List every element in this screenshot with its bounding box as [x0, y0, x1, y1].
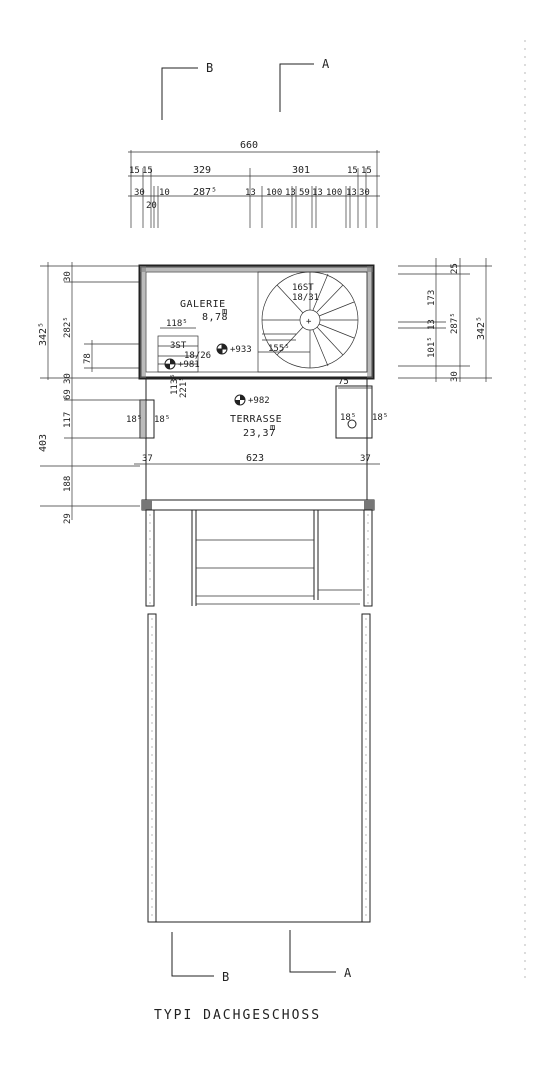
dim-top-r3-3: 287⁵ [193, 187, 217, 198]
dim-left-30b: 30 [63, 373, 73, 384]
terrasse-name: TERRASSE [230, 414, 282, 425]
dim-top-r2-4: 301 [292, 165, 310, 176]
dim-right-342: 342⁵ [476, 316, 487, 340]
dim-left-30a: 30 [63, 271, 73, 282]
galerie-block: GALERIE 8,78 m [138, 264, 375, 380]
spiral-stair: 16ST 18/31 + [257, 271, 368, 373]
dim-int-221: 221⁵ [179, 376, 189, 398]
small-stair-ratio: 18/26 [184, 351, 211, 361]
terrasse-area: 18⁵ 18⁵ 75 18⁵ 18⁵ +982 TERRASSE 23,37 m… [126, 377, 388, 500]
dim-right-25: 25 [450, 263, 460, 274]
dim-int-18a: 18⁵ [126, 415, 142, 425]
level-stair-text: +981 [178, 360, 200, 370]
dim-top-below-20: 20 [146, 201, 157, 211]
level-galerie-text: +933 [230, 345, 252, 355]
level-marker-stair: +981 [164, 358, 200, 370]
galerie-area-suffix: m [222, 307, 227, 317]
section-label-b-top: B [206, 61, 213, 75]
dim-right-13: 13 [427, 319, 437, 330]
dim-top-r3-5: 100 [266, 188, 282, 198]
dim-top-r2-3: 329 [193, 165, 211, 176]
dim-left-69: 69 [63, 389, 73, 400]
dim-left-342: 342⁵ [38, 322, 49, 346]
small-stair-steps: 3ST [170, 341, 187, 351]
terrasse-area-suffix: m [270, 423, 275, 433]
dim-top-r3-11: 30 [359, 188, 370, 198]
dim-left-117: 117 [63, 412, 73, 428]
spiral-stair-steps: 16ST [292, 283, 314, 293]
shelf-unit [191, 510, 362, 606]
section-mark-a-bottom: A [289, 930, 352, 980]
dim-top-r3-7: 59 [299, 188, 310, 198]
spiral-stair-ratio: 18/31 [292, 293, 319, 303]
dim-top-r2-2: 15 [142, 166, 153, 176]
left-dimension-chains: 30 282⁵ 342⁵ 78 30 69 117 403 188 29 [38, 262, 140, 524]
dim-left-282: 282⁵ [63, 316, 73, 338]
dim-int-18b: 18⁵ [154, 415, 170, 425]
dim-top-r3-6: 13 [285, 188, 296, 198]
dim-right-287: 287⁵ [450, 312, 460, 334]
level-terrasse-text: +982 [248, 396, 270, 406]
dim-top-r2-5: 15 [347, 166, 358, 176]
section-mark-b-top: B [161, 61, 213, 120]
dim-int-37a: 37 [142, 454, 153, 464]
section-label-a-top: A [322, 57, 330, 71]
dim-left-29: 29 [63, 513, 73, 524]
dim-left-403: 403 [38, 434, 49, 452]
dim-top-r3-10: 13 [346, 188, 357, 198]
section-label-a-bottom: A [344, 966, 352, 980]
lower-slab-outline [141, 499, 375, 923]
galerie-name: GALERIE [180, 299, 226, 310]
right-dimension-chains: 25 173 13 101⁵ 287⁵ 342⁵ 30 [398, 258, 492, 382]
terrasse-area-text: 23,37 [243, 428, 276, 439]
dim-top-r3-4: 13 [245, 188, 256, 198]
spiral-stair-arrow-icon: + [306, 317, 312, 327]
dim-right-173: 173 [427, 290, 437, 306]
dim-int-118: 118⁵ [166, 319, 188, 329]
galerie-interior-dims: 118⁵ 155⁵ 113⁵ 221⁵ [160, 319, 310, 398]
top-dimension-chains: 660 15 15 329 301 15 15 30 10 287⁵ 13 10… [128, 140, 380, 228]
dim-top-r3-9: 100 [326, 188, 342, 198]
dim-overall-660: 660 [240, 140, 258, 151]
drawing-title: TYPI DACHGESCHOSS [154, 1008, 321, 1023]
section-mark-b-bottom: B [171, 932, 229, 984]
dim-top-r3-1: 30 [134, 188, 145, 198]
dim-left-78: 78 [83, 353, 93, 364]
level-marker-galerie: +933 [216, 343, 252, 355]
dim-right-30: 30 [450, 371, 460, 382]
galerie-area: 8,78 [202, 312, 228, 323]
dim-int-113: 113⁵ [170, 373, 180, 395]
dim-top-r2-6: 15 [361, 166, 372, 176]
section-label-b-bottom: B [222, 970, 229, 984]
dim-top-r3-8: 13 [312, 188, 323, 198]
dim-left-188: 188 [63, 476, 73, 492]
dim-int-37b: 37 [360, 454, 371, 464]
dim-int-18d: 18⁵ [372, 413, 388, 423]
dim-int-155: 155⁵ [268, 344, 290, 354]
dim-top-r2-1: 15 [129, 166, 140, 176]
dim-right-101: 101⁵ [427, 336, 437, 358]
dim-int-18c: 18⁵ [340, 413, 356, 423]
dim-top-r3-2: 10 [159, 188, 170, 198]
dim-int-623: 623 [246, 453, 264, 464]
section-mark-a-top: A [279, 57, 330, 112]
dim-int-75: 75 [338, 377, 349, 387]
